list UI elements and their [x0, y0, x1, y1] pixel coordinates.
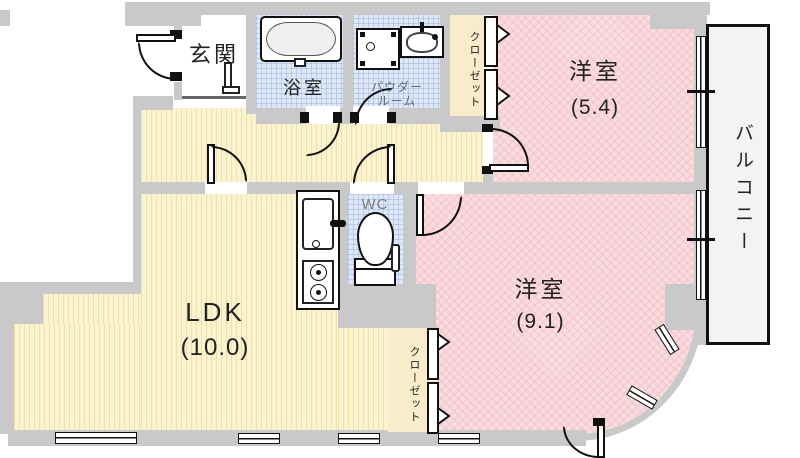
kitchen-sink-drain [312, 240, 320, 248]
wall-left-block [0, 294, 43, 324]
room-label-closet-top: クローゼット [468, 31, 480, 109]
wall-genkan-bottom [133, 96, 173, 110]
powder-label-line1: パウダー [370, 80, 423, 94]
toilet-bowl-icon [357, 212, 394, 266]
washer-corner [360, 32, 365, 37]
door-bracket [482, 124, 493, 132]
wall-wet-bottom-c [389, 108, 440, 124]
folding-door-icon [496, 24, 511, 44]
wall-left-band [0, 282, 141, 294]
washer-corner [360, 61, 365, 66]
opening-bath [306, 106, 340, 124]
room-label-west54: 洋室 [569, 58, 621, 84]
wall-top-left-step [125, 2, 201, 26]
door-bracket [170, 30, 182, 39]
room-label-bath: 浴室 [283, 78, 325, 98]
wall-kitchen-wc [338, 190, 348, 290]
wall-wet-bottom-b [340, 108, 353, 124]
room-label-wc: WC [361, 196, 389, 213]
wall-wet-bottom-a [256, 108, 306, 124]
opening-west91 [418, 182, 464, 194]
stove-burner-dot [316, 290, 321, 295]
window-bottom-4 [438, 433, 480, 444]
bathtub-handle [294, 58, 306, 67]
wall-left-vertical [133, 96, 141, 284]
window-tick-1 [687, 90, 715, 93]
closet-top-floor [450, 12, 484, 118]
opening-wc [350, 182, 394, 194]
bathtub-inner [266, 22, 336, 56]
wall-genkan-bath [246, 14, 256, 114]
folding-door-icon [437, 407, 451, 425]
window-bottom-2 [238, 433, 280, 444]
door-bracket [300, 112, 309, 123]
wall-west54-step [650, 15, 707, 29]
powder-label-line2: ルーム [377, 94, 417, 108]
room-label-genkan: 玄関 [188, 42, 239, 67]
room-ldk-floor-d [14, 324, 141, 434]
folding-door-panel [427, 328, 439, 380]
wall-left-strip [0, 324, 14, 434]
window-balcony-2 [696, 190, 706, 300]
door-bracket [593, 418, 605, 426]
genkan-step-line [182, 96, 246, 99]
door-bracket [482, 166, 493, 174]
wall-powder-closet [440, 14, 450, 118]
room-size-west54: (5.4) [570, 96, 620, 119]
faucet-icon [222, 86, 240, 94]
stove-burner-dot [316, 270, 321, 275]
entrance-door-arc [138, 42, 176, 80]
toilet-handle [391, 244, 400, 272]
room-size-ldk: (10.0) [180, 334, 250, 361]
curve-door-arc [563, 426, 599, 458]
room-size-west91: (9.1) [516, 310, 565, 333]
wall-top [125, 2, 710, 15]
vanity-bowl [406, 32, 438, 53]
room-label-balcony: バルコニー [732, 122, 753, 258]
window-tick-2 [687, 238, 715, 241]
washer-corner [391, 61, 396, 66]
door-bracket [350, 112, 359, 123]
kitchen-faucet [330, 220, 346, 227]
opening-west54 [483, 130, 493, 168]
wall-bath-powder [343, 14, 353, 114]
folding-door-icon [437, 333, 451, 351]
wall-wc-right [403, 190, 416, 290]
room-label-closet-bottom: クローゼット [408, 346, 420, 424]
room-label-west91: 洋室 [514, 276, 567, 302]
vanity-dot [432, 34, 438, 40]
wall-corner-notch [0, 10, 10, 26]
balcony-area [706, 24, 770, 345]
opening-ldk [205, 182, 247, 194]
door-bracket [170, 72, 182, 81]
washer-corner [391, 32, 396, 37]
window-bottom-1 [55, 432, 137, 444]
entrance-door-panel [136, 34, 176, 42]
window-bottom-3 [338, 433, 380, 444]
vanity-faucet [420, 22, 424, 32]
door-bracket [333, 112, 342, 123]
room-label-ldk: LDK [185, 297, 245, 327]
room-label-powder: パウダー ルーム [355, 80, 439, 108]
washer-door [366, 42, 375, 51]
folding-door-icon [496, 86, 511, 106]
closet-bottom-floor [388, 328, 428, 432]
room-ldk-floor-c [43, 294, 141, 324]
wall-below-wc-block [338, 284, 436, 328]
